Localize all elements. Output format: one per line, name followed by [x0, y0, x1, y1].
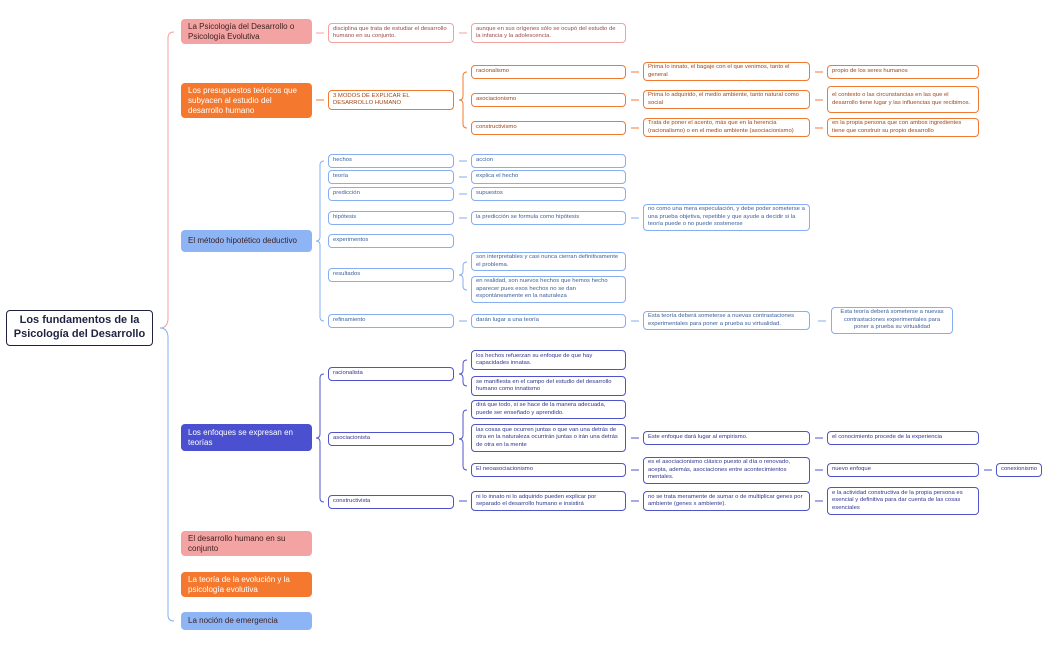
topic-psicologia-desarrollo[interactable]: La Psicología del Desarrollo o Psicologí…: [181, 19, 312, 44]
psicologia-definicion[interactable]: disciplina que trata de estudiar el desa…: [328, 23, 454, 43]
constructivismo-extra[interactable]: en la propia persona que con ambos ingre…: [827, 118, 979, 137]
brace-enfoques: [315, 373, 325, 503]
enfoque-asociacionista[interactable]: asociacionista: [328, 432, 454, 446]
constructivista-actividad[interactable]: e la actividad constructiva de la propia…: [827, 487, 979, 515]
topic-teoria-evolucion[interactable]: La teoría de la evolución y la psicologí…: [181, 572, 312, 597]
metodo-prediccion[interactable]: predicción: [328, 187, 454, 201]
metodo-experimentos[interactable]: experimentos: [328, 234, 454, 248]
refinamiento-extra[interactable]: Esta teoría deberá someterse a nuevas co…: [643, 311, 810, 330]
hechos-accion[interactable]: accion: [471, 154, 626, 168]
root-topic[interactable]: Los fundamentos de la Psicología del Des…: [6, 310, 153, 346]
empirismo[interactable]: Este enfoque dará lugar al empirismo.: [643, 431, 810, 445]
asociacionista-ensenado[interactable]: dirá que todo, si se hace de la manera a…: [471, 400, 626, 419]
enfoque-constructivista[interactable]: constructivista: [328, 495, 454, 509]
brace-racionalista: [458, 359, 468, 387]
prediccion-supuestos[interactable]: supuestos: [471, 187, 626, 201]
topic-enfoques-teorias[interactable]: Los enfoques se expresan en teorías: [181, 424, 312, 451]
conocimiento-experiencia[interactable]: el conocimiento procede de la experienci…: [827, 431, 979, 445]
brace-modos: [458, 71, 468, 129]
modo-constructivismo[interactable]: constructivismo: [471, 121, 626, 135]
psicologia-nota[interactable]: aunque en sus orígenes sólo se ocupó del…: [471, 23, 626, 43]
teoria-explica[interactable]: explica el hecho: [471, 170, 626, 184]
refinamiento-extra-2[interactable]: Esta teoría deberá someterse a nuevas co…: [831, 307, 953, 334]
resultados-interpretables[interactable]: son interpretables y casi nunca cierran …: [471, 252, 626, 271]
constructivista-genes-ambiente[interactable]: no se trata meramente de sumar o de mult…: [643, 491, 810, 511]
refinamiento-desc[interactable]: darán lugar a una teoría: [471, 314, 626, 328]
root-brace-bottom: [159, 327, 175, 622]
brace-asociacionista: [458, 409, 468, 471]
asociacionista-cosas-juntas[interactable]: las cosas que ocurren juntas o que van u…: [471, 424, 626, 452]
metodo-hechos[interactable]: hechos: [328, 154, 454, 168]
enfoque-racionalista[interactable]: racionalista: [328, 367, 454, 381]
metodo-refinamiento[interactable]: refinamiento: [328, 314, 454, 328]
constructivismo-desc[interactable]: Trata de poner el acento, más que en la …: [643, 118, 810, 137]
asociacionismo-desc[interactable]: Prima lo adquirido, el medio ambiente, t…: [643, 90, 810, 109]
neoasociacionismo[interactable]: El neoasociacionismo: [471, 463, 626, 477]
metodo-teoria[interactable]: teoría: [328, 170, 454, 184]
tres-modos[interactable]: 3 MODOS DE EXPLICAR EL DESARROLLO HUMANO: [328, 90, 454, 110]
racionalismo-extra[interactable]: propio de los seres humanos: [827, 65, 979, 79]
racionalismo-desc[interactable]: Prima lo innato, el bagaje con el que ve…: [643, 62, 810, 81]
constructivista-innato-adquirido[interactable]: ni lo innato ni lo adquirido pueden expl…: [471, 491, 626, 511]
racionalista-capacidades[interactable]: los hechos refuerzan su enfoque de que h…: [471, 350, 626, 370]
hipotesis-desc[interactable]: la predicción se formula como hipótesis: [471, 211, 626, 225]
brace-metodo: [315, 160, 325, 322]
topic-desarrollo-conjunto[interactable]: El desarrollo humano en su conjunto: [181, 531, 312, 556]
hipotesis-extra[interactable]: no como una mera especulación, y debe po…: [643, 204, 810, 231]
resultados-nuevos-hechos[interactable]: en realidad, son nuevos hechos que hemos…: [471, 276, 626, 303]
brace-resultados: [458, 261, 468, 291]
topic-presupuestos-teoricos[interactable]: Los presupuestos teóricos que subyacen a…: [181, 83, 312, 118]
modo-asociacionismo[interactable]: asociacionismo: [471, 93, 626, 107]
metodo-hipotesis[interactable]: hipótesis: [328, 211, 454, 225]
metodo-resultados[interactable]: resultados: [328, 268, 454, 282]
neoasociacionismo-desc[interactable]: es el asociacionismo clásico puesto al d…: [643, 457, 810, 484]
nuevo-enfoque[interactable]: nuevo enfoque: [827, 463, 979, 477]
root-brace-top: [159, 31, 175, 329]
racionalista-innatismo[interactable]: se manifiesta en el campo del estudio de…: [471, 376, 626, 396]
conexionismo[interactable]: conexionismo: [996, 463, 1042, 477]
asociacionismo-extra[interactable]: el contexto o las circunstancias en las …: [827, 86, 979, 113]
topic-metodo-hipotetico[interactable]: El método hipotético deductivo: [181, 230, 312, 252]
topic-nocion-emergencia[interactable]: La noción de emergencia: [181, 612, 312, 630]
modo-racionalismo[interactable]: racionalismo: [471, 65, 626, 79]
